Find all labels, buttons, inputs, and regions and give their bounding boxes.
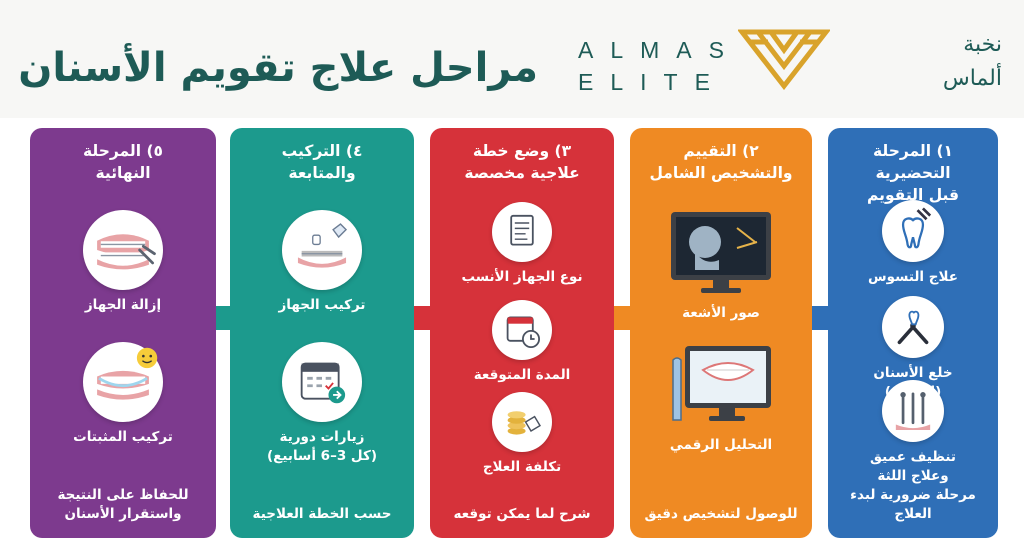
diamond-logo-icon: [736, 26, 832, 91]
braces-removal-icon: [83, 210, 163, 290]
stage-5-footer-line2: واستقرار الأسنان: [64, 506, 182, 522]
stage-2-title: ٢) التقييم والتشخيص الشامل: [638, 140, 804, 186]
stage-1-title-line1: ١) المرحلة التحضيرية: [872, 142, 953, 182]
stage-4-item-fitting-label: تركيب الجهاز: [278, 297, 366, 313]
stage-3-plan: ٣) وضع خطة علاجية مخصصة نوع الجهاز الأنس…: [430, 128, 614, 538]
stage-2-title-line1: ٢) التقييم: [683, 142, 759, 160]
dental-tools-icon: [882, 380, 944, 442]
stage-1-item-cleaning-label: تنظيف عميق وعلاج اللثة: [828, 448, 998, 486]
stage-5-item-removal-label: إزالة الجهاز: [84, 297, 162, 313]
stage-5-title-line1: ٥) المرحلة: [82, 142, 163, 160]
calendar-clock-icon: [492, 300, 552, 360]
calendar-check-icon: [282, 342, 362, 422]
stage-3-item-device-label: نوع الجهاز الأنسب: [461, 269, 583, 285]
stage-4-item-visits-line2: (كل 3–6 أسابيع): [267, 448, 377, 464]
document-icon: [492, 202, 552, 262]
stage-3-item-cost-label: تكلفة العلاج: [482, 459, 562, 475]
page-title: مراحل علاج تقويم الأسنان: [18, 45, 538, 91]
stage-1-title-line2: قبل التقويم: [866, 186, 960, 204]
header: مراحل علاج تقويم الأسنان ALMAS ELITE نخب…: [0, 0, 1024, 118]
stage-4-item-fitting: تركيب الجهاز: [230, 210, 414, 315]
retainer-smile-icon: [83, 342, 163, 422]
stage-2-title-line2: والتشخيص الشامل: [649, 164, 793, 182]
digital-scan-icon: [667, 340, 775, 430]
stage-1-item-cleaning-line1: تنظيف عميق: [870, 449, 956, 465]
brand-latin-line1: ALMAS: [578, 37, 741, 63]
stage-5-final: ٥) المرحلة النهائية إزالة الجهاز: [30, 128, 216, 538]
stage-1-footer: مرحلة ضرورية لبدء العلاج: [850, 487, 976, 522]
stage-2-footer: للوصول لتشخيص دقيق: [644, 506, 798, 522]
extraction-forceps-icon: [882, 296, 944, 358]
brand-ar-line1: نخبة: [963, 32, 1002, 57]
stage-2-item-xray: صور الأشعة: [630, 208, 812, 323]
stage-5-footer-line1: للحفاظ على النتيجة: [57, 487, 189, 503]
brand-ar-line2: ألماس: [942, 66, 1002, 91]
brand-latin: ALMAS ELITE: [578, 34, 728, 98]
stage-3-footer: شرح لما يمكن توقعه: [453, 506, 591, 522]
stage-1-item-caries: علاج التسوس: [828, 200, 998, 287]
stage-1-item-extraction-line1: خلع الأسنان: [873, 365, 953, 381]
stage-1-item-cleaning-line2: وعلاج اللثة: [877, 468, 949, 484]
stage-4-item-visits: زيارات دورية (كل 3–6 أسابيع): [230, 342, 414, 466]
stage-1-item-caries-label: علاج التسوس: [868, 269, 958, 285]
stage-3-title-line2: علاجية مخصصة: [464, 164, 580, 182]
stage-3-item-duration: المدة المتوقعة: [430, 300, 614, 385]
stage-2-assessment: ٢) التقييم والتشخيص الشامل صور الأشعة: [630, 128, 812, 538]
stage-2-item-digital-label: التحليل الرقمي: [669, 437, 773, 453]
stage-5-item-retainer-label: تركيب المثبتات: [73, 429, 173, 445]
stage-4-item-visits-line1: زيارات دورية: [279, 429, 365, 445]
brand-arabic: نخبة ألماس: [842, 28, 1002, 96]
stage-5-item-removal: إزالة الجهاز: [30, 210, 216, 315]
stage-1-title: ١) المرحلة التحضيرية قبل التقويم: [836, 140, 990, 206]
stage-3-item-duration-label: المدة المتوقعة: [473, 367, 571, 383]
stage-4-item-visits-label: زيارات دورية (كل 3–6 أسابيع): [230, 428, 414, 466]
stage-2-item-digital: التحليل الرقمي: [630, 340, 812, 455]
xray-monitor-icon: [667, 208, 775, 298]
stage-4-title-line2: والمتابعة: [288, 164, 356, 182]
tooth-drill-icon: [882, 200, 944, 262]
stage-4-title: ٤) التركيب والمتابعة: [238, 140, 406, 186]
stage-3-item-cost: تكلفة العلاج: [430, 392, 614, 477]
stage-4-footer: حسب الخطة العلاجية: [252, 506, 392, 522]
stage-3-title: ٣) وضع خطة علاجية مخصصة: [438, 140, 606, 186]
stage-5-title: ٥) المرحلة النهائية: [38, 140, 208, 186]
stage-1-item-cleaning: تنظيف عميق وعلاج اللثة: [828, 380, 998, 486]
stage-4-fitting: ٤) التركيب والمتابعة تركيب الجهاز: [230, 128, 414, 538]
stage-5-item-retainer: تركيب المثبتات: [30, 342, 216, 447]
stage-3-item-device: نوع الجهاز الأنسب: [430, 202, 614, 287]
stage-5-footer: للحفاظ على النتيجة واستقرار الأسنان: [36, 486, 210, 524]
brand-latin-line2: ELITE: [578, 69, 727, 95]
stage-2-item-xray-label: صور الأشعة: [682, 305, 760, 321]
coins-price-icon: [492, 392, 552, 452]
braces-fitting-icon: [282, 210, 362, 290]
stage-3-title-line1: ٣) وضع خطة: [472, 142, 572, 160]
stage-1-preparation: ١) المرحلة التحضيرية قبل التقويم علاج ال…: [828, 128, 998, 538]
stage-4-title-line1: ٤) التركيب: [281, 142, 363, 160]
stage-5-title-line2: النهائية: [95, 164, 151, 182]
